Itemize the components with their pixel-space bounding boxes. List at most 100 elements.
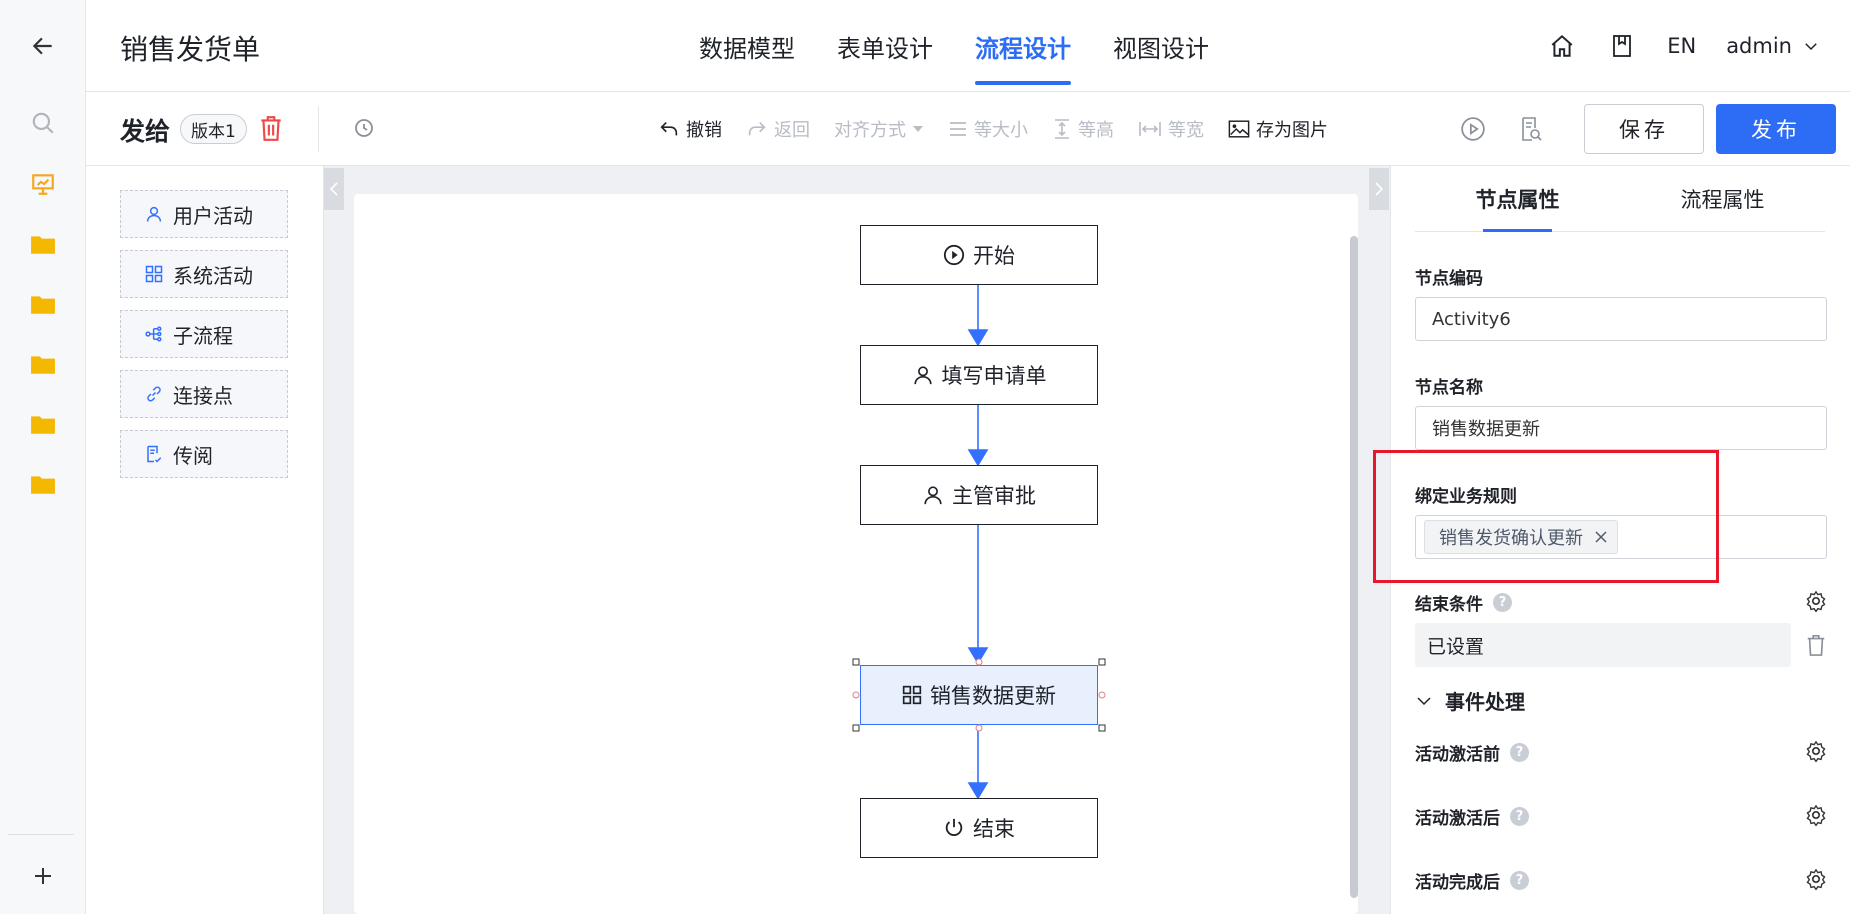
help-icon[interactable]: ? — [1510, 807, 1529, 826]
node-label: 主管审批 — [952, 484, 1036, 508]
event-section-header[interactable]: 事件处理 — [1415, 686, 1525, 715]
palette-item-user-activity[interactable]: 用户活动 — [120, 190, 288, 238]
tab-data-model[interactable]: 数据模型 — [699, 34, 795, 63]
search-icon[interactable] — [0, 103, 86, 143]
same-height-button[interactable]: 等高 — [1052, 116, 1114, 142]
header-actions: EN admin — [1547, 0, 1820, 92]
save-button[interactable]: 保存 — [1584, 104, 1704, 154]
tab-flow-design[interactable]: 流程设计 — [954, 0, 1092, 92]
user-icon — [146, 206, 162, 222]
inspect-doc-icon[interactable] — [1516, 114, 1546, 144]
tab-form-design[interactable]: 表单设计 — [837, 34, 933, 63]
node-code-input[interactable]: Activity6 — [1415, 297, 1827, 341]
help-icon[interactable]: ? — [1493, 593, 1512, 612]
node-label: 销售数据更新 — [930, 684, 1056, 708]
folder-icon[interactable] — [0, 464, 86, 504]
version-badge[interactable]: 版本1 — [180, 114, 247, 144]
main-tabs: 数据模型 表单设计 流程设计 视图设计 — [678, 0, 1230, 92]
bookmark-icon[interactable] — [1607, 31, 1637, 61]
edit-tools: 撤销 返回 对齐方式 等大小 等高 等宽 存为图片 — [658, 92, 1328, 166]
same-size-button[interactable]: 等大小 — [948, 116, 1028, 142]
palette-item-label: 连接点 — [173, 383, 233, 408]
end-condition-label: 结束条件 ? — [1415, 590, 1512, 615]
folder-icon[interactable] — [0, 284, 86, 324]
trash-icon[interactable] — [258, 114, 284, 146]
grid-icon — [902, 685, 922, 705]
palette-item-circulate[interactable]: 传阅 — [120, 430, 288, 478]
flow-node-start[interactable]: 开始 — [860, 225, 1098, 285]
designer-toolbar: 发给 版本1 撤销 返回 对齐方式 等大小 等高 等宽 — [86, 92, 1850, 166]
user-menu[interactable]: admin — [1726, 34, 1820, 58]
palette-item-connector[interactable]: 连接点 — [120, 370, 288, 418]
folder-icon[interactable] — [0, 404, 86, 444]
close-icon[interactable] — [1595, 531, 1607, 543]
same-size-label: 等大小 — [974, 120, 1028, 141]
trash-icon[interactable] — [1805, 633, 1827, 661]
flow-node-fill-form[interactable]: 填写申请单 — [860, 345, 1098, 405]
image-icon — [1228, 120, 1250, 138]
tab-view-design[interactable]: 视图设计 — [1113, 34, 1209, 63]
same-height-icon — [1055, 119, 1069, 139]
end-condition-value[interactable]: 已设置 — [1415, 623, 1791, 667]
palette-item-label: 传阅 — [173, 443, 213, 468]
collapse-left-handle[interactable] — [324, 168, 344, 210]
node-palette: 用户活动 系统活动 子流程 连接点 传阅 — [86, 166, 324, 914]
user-icon — [913, 366, 932, 385]
same-width-button[interactable]: 等宽 — [1138, 116, 1204, 142]
properties-panel: 节点属性 流程属性 节点编码 Activity6 节点名称 销售数据更新 绑定业… — [1390, 166, 1850, 914]
language-switch[interactable]: EN — [1667, 34, 1697, 58]
toolbar-actions: 保存 发布 — [1458, 92, 1850, 166]
node-name-label: 节点名称 — [1415, 378, 1483, 398]
canvas-scrollbar[interactable] — [1350, 236, 1358, 898]
event-after-activate: 活动激活后 ? — [1415, 804, 1529, 829]
save-image-button[interactable]: 存为图片 — [1228, 116, 1328, 142]
flow-node-sales-update[interactable]: 销售数据更新 — [860, 665, 1098, 725]
collapse-right-handle[interactable] — [1369, 168, 1389, 210]
selection-handles[interactable] — [852, 658, 1106, 732]
presentation-icon[interactable] — [0, 164, 86, 204]
gear-icon[interactable] — [1805, 740, 1827, 766]
flow-node-end[interactable]: 结束 — [860, 798, 1098, 858]
rule-chip: 销售发货确认更新 — [1424, 520, 1618, 554]
play-icon[interactable] — [1458, 114, 1488, 144]
gear-icon[interactable] — [1805, 804, 1827, 830]
node-label: 填写申请单 — [941, 364, 1047, 388]
redo-button[interactable]: 返回 — [746, 116, 810, 142]
redo-label: 返回 — [774, 120, 810, 141]
back-arrow-icon[interactable] — [0, 26, 86, 66]
tab-flow-properties[interactable]: 流程属性 — [1680, 187, 1765, 212]
business-rule-select[interactable]: 销售发货确认更新 — [1415, 515, 1827, 559]
same-width-label: 等宽 — [1168, 120, 1204, 141]
tab-node-properties[interactable]: 节点属性 — [1415, 166, 1620, 232]
same-size-icon — [950, 122, 966, 136]
same-height-label: 等高 — [1078, 120, 1114, 141]
node-name-input[interactable]: 销售数据更新 — [1415, 406, 1827, 450]
help-icon[interactable]: ? — [1510, 871, 1529, 890]
undo-button[interactable]: 撤销 — [658, 116, 722, 142]
user-icon — [924, 486, 942, 505]
help-icon[interactable]: ? — [1510, 743, 1529, 762]
align-dropdown[interactable]: 对齐方式 — [834, 116, 924, 142]
folder-icon[interactable] — [0, 344, 86, 384]
undo-label: 撤销 — [686, 120, 722, 141]
flow-node-manager-approval[interactable]: 主管审批 — [860, 465, 1098, 525]
publish-button[interactable]: 发布 — [1716, 104, 1836, 154]
palette-item-label: 系统活动 — [173, 263, 253, 288]
align-label: 对齐方式 — [834, 120, 906, 141]
home-icon[interactable] — [1547, 31, 1577, 61]
link-icon — [147, 386, 161, 402]
palette-item-subprocess[interactable]: 子流程 — [120, 310, 288, 358]
flow-title: 发给 — [120, 117, 171, 146]
gear-icon[interactable] — [1805, 590, 1827, 616]
caret-down-icon — [913, 126, 923, 132]
history-icon[interactable] — [352, 116, 376, 144]
same-width-icon — [1139, 122, 1161, 136]
plus-icon[interactable] — [0, 856, 86, 896]
node-code-label: 节点编码 — [1415, 269, 1483, 289]
node-label: 结束 — [973, 817, 1015, 841]
flow-canvas[interactable] — [354, 194, 1358, 914]
palette-item-system-activity[interactable]: 系统活动 — [120, 250, 288, 298]
user-name: admin — [1726, 34, 1792, 58]
gear-icon[interactable] — [1805, 868, 1827, 894]
folder-icon[interactable] — [0, 224, 86, 264]
